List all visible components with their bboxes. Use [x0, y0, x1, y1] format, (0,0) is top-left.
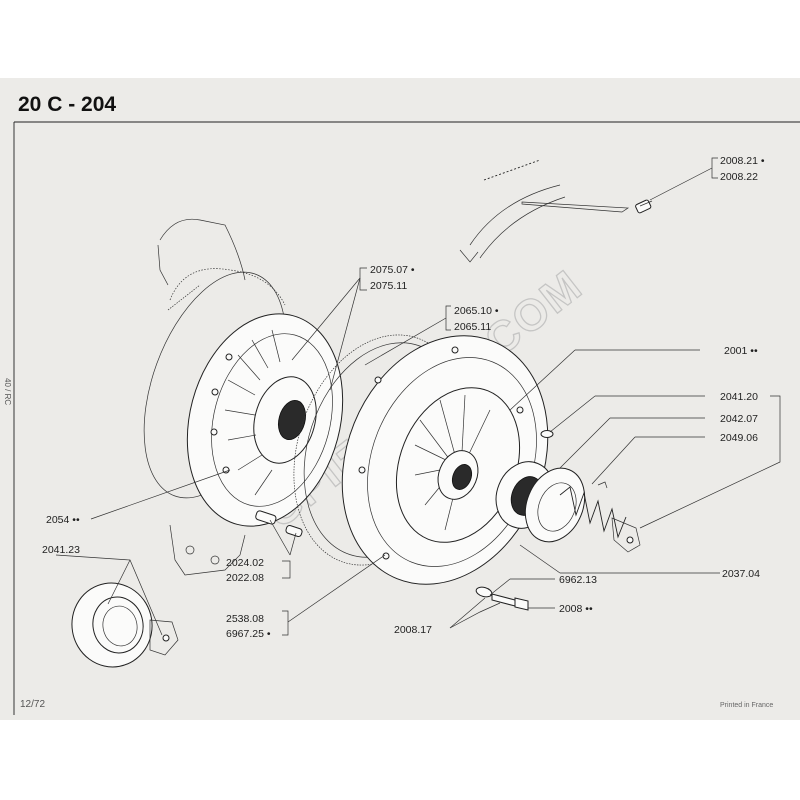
label-2008: 2008 •• — [559, 603, 593, 615]
spring-clip — [483, 159, 541, 181]
printed-note: Printed in France — [720, 702, 773, 709]
label-2065-10: 2065.10 • — [454, 305, 499, 317]
label-6962-13: 6962.13 — [559, 574, 597, 586]
housing-fragment — [459, 159, 653, 263]
side-note: 40 / RC — [3, 378, 12, 405]
return-spring — [559, 486, 641, 553]
label-2041-23: 2041.23 — [42, 544, 80, 556]
label-2054: 2054 •• — [46, 514, 80, 526]
leader-lines — [55, 157, 781, 636]
label-2538-08: 2538.08 — [226, 613, 264, 625]
page-number: 12/72 — [20, 699, 45, 710]
label-2008-17: 2008.17 — [394, 624, 432, 636]
label-2075-11: 2075.11 — [370, 280, 407, 292]
label-2037-04: 2037.04 — [722, 568, 760, 580]
bolt-2008 — [475, 586, 529, 611]
pin-2024-02 — [255, 510, 303, 537]
washer-2041-20 — [540, 430, 554, 438]
label-2024-02: 2024.02 — [226, 557, 264, 569]
label-2008-22: 2008.22 — [720, 171, 758, 183]
page-title: 20 C - 204 — [18, 93, 116, 116]
label-2065-11: 2065.11 — [454, 321, 491, 333]
label-2008-21: 2008.21 • — [720, 155, 765, 167]
gearbox-fragment — [169, 524, 246, 576]
clutch-disc — [186, 313, 344, 527]
release-bearing-2041-23 — [71, 582, 179, 668]
label-2049-06: 2049.06 — [720, 432, 758, 444]
part-labels: 2008.21 • 2008.22 2075.07 • 2075.11 2065… — [42, 155, 765, 640]
small-clip — [597, 481, 608, 489]
label-6967-25: 6967.25 • — [226, 628, 271, 640]
label-2022-08: 2022.08 — [226, 572, 264, 584]
label-2042-07: 2042.07 — [720, 413, 758, 425]
label-2075-07: 2075.07 • — [370, 264, 415, 276]
screw-2008-21 — [635, 199, 653, 214]
clutch-cover — [341, 335, 549, 585]
label-2001: 2001 •• — [724, 345, 758, 357]
label-2041-20: 2041.20 — [720, 391, 758, 403]
fork-rod — [521, 201, 630, 213]
